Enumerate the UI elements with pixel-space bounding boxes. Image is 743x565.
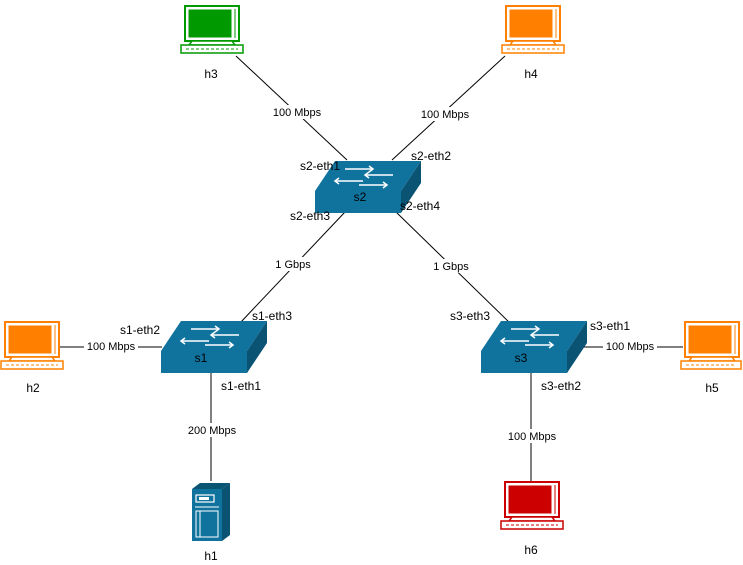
bandwidth-labels: 100 Mbps 100 Mbps 1 Gbps 1 Gbps 100 Mbps… — [84, 105, 657, 443]
host-label: h6 — [524, 543, 538, 557]
computer-terminal-icon — [0, 321, 64, 370]
bandwidth-label-s2-s1: 1 Gbps — [275, 259, 311, 271]
network-switch-icon — [160, 320, 268, 374]
host-label: h4 — [524, 67, 538, 81]
host-label: h5 — [705, 381, 719, 395]
bandwidth-label-s3-h5: 100 Mbps — [606, 341, 655, 353]
host-h6[interactable]: h6 — [500, 481, 564, 557]
bandwidth-label-s1-h2: 100 Mbps — [87, 341, 136, 353]
host-h3[interactable]: h3 — [180, 5, 244, 81]
switch-s1[interactable]: s1 — [160, 320, 268, 374]
host-h1[interactable]: h1 — [192, 483, 230, 563]
computer-terminal-icon — [501, 5, 565, 54]
switch-label: s2 — [354, 190, 367, 204]
bandwidth-label-s2-h3: 100 Mbps — [273, 107, 322, 119]
host-label: h1 — [204, 549, 218, 563]
port-label-s1-eth2: s1-eth2 — [120, 323, 160, 337]
host-h5[interactable]: h5 — [680, 321, 742, 395]
computer-terminal-icon — [180, 5, 244, 54]
bandwidth-label-s3-h6: 100 Mbps — [508, 431, 557, 443]
switch-label: s3 — [515, 351, 528, 365]
links-layer — [60, 55, 683, 481]
port-label-s1-eth1: s1-eth1 — [221, 379, 261, 393]
port-label-s3-eth1: s3-eth1 — [590, 319, 630, 333]
port-label-s2-eth4: s2-eth4 — [400, 199, 440, 213]
port-label-s3-eth2: s3-eth2 — [541, 379, 581, 393]
bandwidth-label-s2-h4: 100 Mbps — [421, 109, 470, 121]
host-h4[interactable]: h4 — [501, 5, 565, 81]
port-label-s1-eth3: s1-eth3 — [252, 309, 292, 323]
network-switch-icon — [480, 320, 588, 374]
bandwidth-label-s1-h1: 200 Mbps — [188, 425, 237, 437]
bandwidth-label-s2-s3: 1 Gbps — [433, 261, 469, 273]
host-label: h2 — [26, 381, 40, 395]
computer-terminal-icon — [500, 481, 564, 530]
host-label: h3 — [204, 67, 218, 81]
switch-label: s1 — [195, 351, 208, 365]
port-label-s2-eth1: s2-eth1 — [300, 159, 340, 173]
switch-s2[interactable]: s2 — [314, 160, 422, 214]
switch-s3[interactable]: s3 — [480, 320, 588, 374]
computer-terminal-icon — [680, 321, 742, 370]
port-label-s2-eth3: s2-eth3 — [290, 209, 330, 223]
port-label-s2-eth2: s2-eth2 — [411, 149, 451, 163]
port-labels: s2-eth1 s2-eth2 s2-eth3 s2-eth4 s1-eth3 … — [120, 149, 630, 393]
port-label-s3-eth3: s3-eth3 — [450, 309, 490, 323]
host-h2[interactable]: h2 — [0, 321, 64, 395]
server-tower-icon — [192, 483, 230, 541]
